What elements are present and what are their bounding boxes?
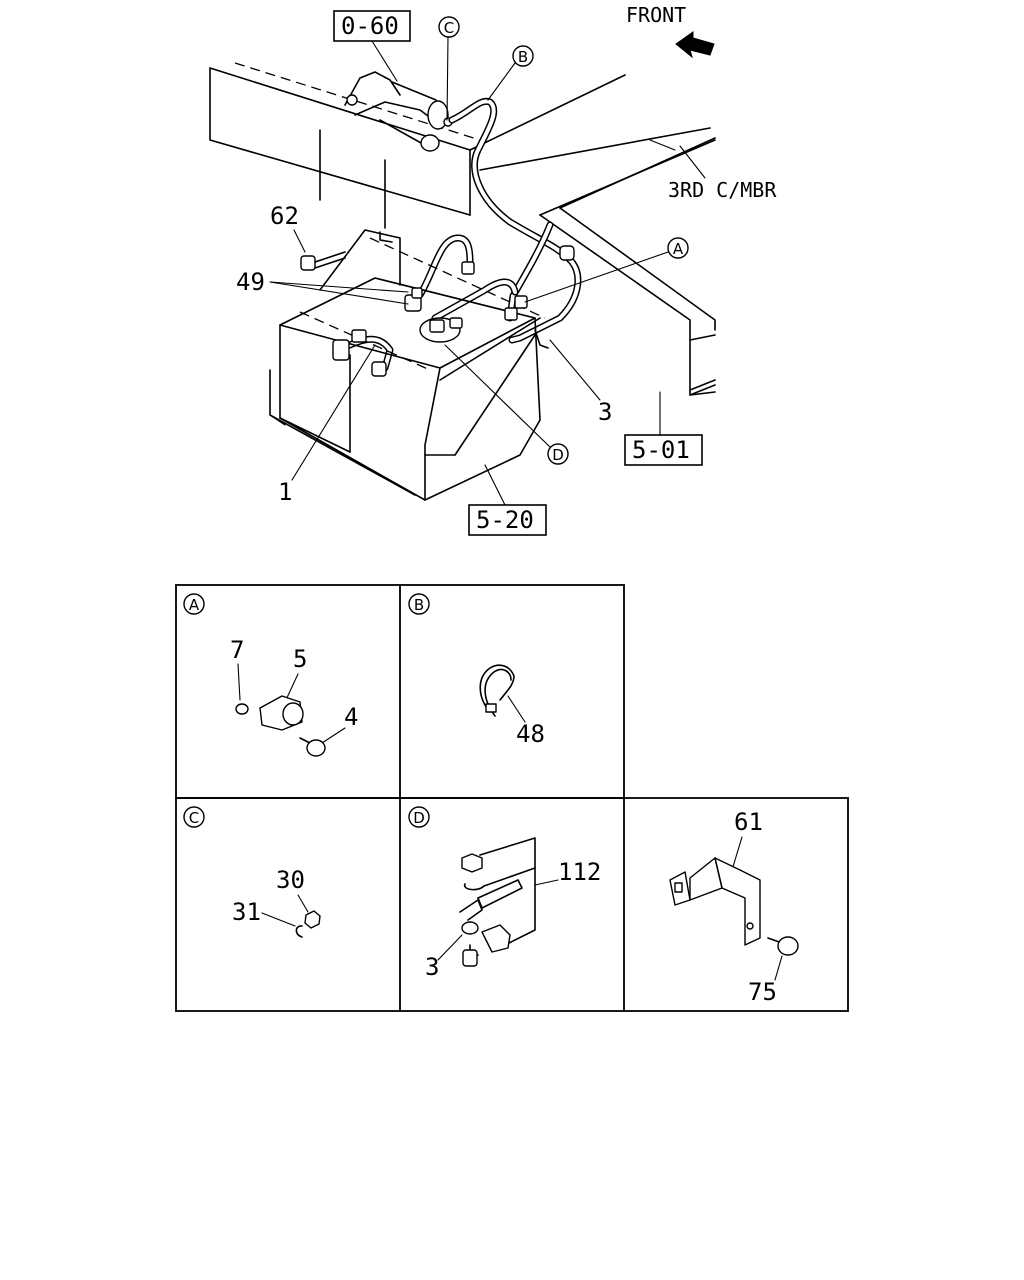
front-direction-arrow	[675, 31, 715, 59]
svg-text:5-20: 5-20	[476, 506, 534, 534]
detail-marker-c: C	[438, 16, 460, 121]
ref-box-starter: 0-60	[333, 10, 411, 82]
detail-grid: A 7 5 4 B 48 C 30	[175, 584, 849, 1012]
third-crossmember	[469, 74, 716, 216]
ref-box-battery-carrier: 5-20	[468, 464, 547, 536]
battery-terminal	[404, 287, 463, 343]
part-30: 30	[276, 866, 305, 894]
detail-marker-a: A	[524, 237, 689, 303]
svg-text:D: D	[413, 809, 425, 827]
svg-text:5-01: 5-01	[632, 436, 690, 464]
svg-text:0-60: 0-60	[341, 12, 399, 40]
callout-1: 1	[278, 478, 292, 506]
svg-text:D: D	[552, 446, 564, 464]
detail-marker-d: D	[444, 344, 569, 465]
detail-cell-c: C 30 31	[183, 806, 321, 938]
svg-text:A: A	[189, 596, 200, 614]
part-3: 3	[425, 953, 439, 981]
svg-text:C: C	[444, 19, 454, 37]
detail-cell-d: D 112 3	[408, 806, 601, 981]
callout-62: 62	[270, 202, 299, 230]
part-7: 7	[230, 636, 244, 664]
detail-cell-b: B 48	[408, 593, 545, 748]
battery-cables	[346, 97, 582, 372]
detail-cell-a: A 7 5 4	[183, 593, 358, 757]
battery-terminal	[332, 329, 387, 377]
callout-49: 49	[236, 268, 265, 296]
callout-3: 3	[598, 398, 612, 426]
battery-and-carrier	[269, 229, 575, 501]
main-assembly-view: FRONT 3RD C/MBR 0-60 5-01 5-20 C	[209, 3, 777, 536]
detail-marker-b: B	[487, 45, 534, 101]
starter-motor	[344, 71, 453, 152]
part-61: 61	[734, 808, 763, 836]
front-label: FRONT	[626, 3, 686, 27]
svg-text:C: C	[189, 809, 199, 827]
part-75: 75	[748, 978, 777, 1006]
detail-cell-e: 61 75	[669, 808, 799, 1006]
svg-text:B: B	[518, 48, 528, 66]
svg-text:A: A	[673, 240, 684, 258]
part-31: 31	[232, 898, 261, 926]
ref-box-frame: 5-01	[624, 391, 703, 466]
crossmember-label: 3RD C/MBR	[668, 178, 777, 202]
part-5: 5	[293, 645, 307, 673]
bolt-62	[300, 251, 346, 271]
part-4: 4	[344, 703, 358, 731]
svg-text:B: B	[414, 596, 424, 614]
part-48: 48	[516, 720, 545, 748]
part-112: 112	[558, 858, 601, 886]
